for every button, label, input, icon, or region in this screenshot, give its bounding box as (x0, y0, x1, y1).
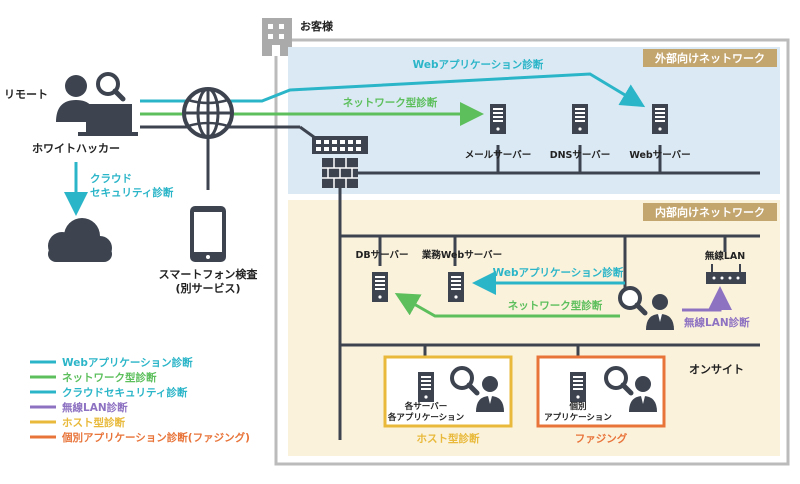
wlan-diag-label: 無線LAN診断 (684, 316, 750, 329)
legend-label: 無線LAN診断 (62, 401, 128, 414)
switch-icon (312, 136, 368, 154)
remote-label: リモート (4, 88, 48, 101)
external-zone (288, 47, 780, 194)
host-box-line-1: 各サーバー (404, 401, 447, 412)
smartphone-label-2: (別サービス) (175, 281, 240, 295)
ext-net-flow-label: ネットワーク型診断 (343, 96, 438, 109)
fuzz-server-icon (570, 372, 586, 402)
hacker-icon (56, 75, 138, 136)
fuzz-box-line-2: アプリケーション (544, 412, 612, 423)
network-lines (140, 125, 760, 440)
biz-web-server-label: 業務Webサーバー (421, 249, 502, 261)
db-server-icon (372, 272, 388, 302)
globe-icon (182, 87, 234, 139)
legend: Webアプリケーション診断ネットワーク型診断クラウドセキュリティ診断無線LAN診… (30, 356, 250, 444)
cloud-icon (48, 218, 112, 262)
db-server-label: DBサーバー (355, 249, 408, 261)
ext-web-flow-label: Webアプリケーション診断 (413, 58, 544, 71)
firewall-icon (322, 158, 358, 188)
customer-label: お客様 (300, 19, 334, 33)
wlan-flow-line (682, 286, 732, 312)
int-net-flow-label: ネットワーク型診断 (508, 299, 603, 312)
mail-server-icon (490, 104, 506, 134)
internal-zone-tag (643, 203, 777, 221)
dns-server-icon (572, 104, 588, 134)
cloud-diag-label-1: クラウド (90, 173, 132, 185)
building-icon (262, 18, 292, 56)
smartphone-label-1: スマートフォン検査 (159, 267, 258, 281)
magnifier-icon (98, 74, 123, 99)
smartphone-icon (190, 206, 226, 262)
customer-frame (274, 38, 790, 466)
legend-label: 個別アプリケーション診断(ファジング) (61, 431, 250, 444)
int-net-flow-line (394, 293, 620, 318)
mail-server-label: メールサーバー (465, 149, 531, 161)
cloud-diag-label-2: セキュリティ診断 (90, 186, 174, 199)
hacker-label: ホワイトハッカー (32, 142, 120, 155)
host-server-icon (418, 372, 434, 402)
onsite-label: オンサイト (689, 363, 744, 376)
dns-server-label: DNSサーバー (550, 149, 611, 161)
host-box-line-2: 各アプリケーション (387, 412, 465, 423)
external-zone-label: 外部向けネットワーク (654, 51, 765, 65)
legend-label: クラウドセキュリティ診断 (62, 386, 188, 399)
wlan-label: 無線LAN (705, 250, 745, 262)
biz-web-server-icon (448, 272, 464, 302)
fuzz-box-line-1: 個別 (568, 401, 586, 412)
wlan-router-icon (706, 264, 746, 284)
legend-label: Webアプリケーション診断 (62, 356, 193, 369)
internal-zone-label: 内部向けネットワーク (655, 205, 765, 219)
web-server-icon (652, 104, 668, 134)
fuzzing-title: ファジング (575, 432, 628, 445)
web-server-label: Webサーバー (629, 149, 690, 161)
int-web-flow-label: Webアプリケーション診断 (493, 266, 624, 279)
host-diag-title: ホスト型診断 (417, 432, 480, 445)
internal-zone (288, 200, 780, 456)
legend-label: ホスト型診断 (62, 416, 125, 429)
legend-label: ネットワーク型診断 (62, 371, 157, 384)
external-zone-tag (643, 49, 777, 67)
